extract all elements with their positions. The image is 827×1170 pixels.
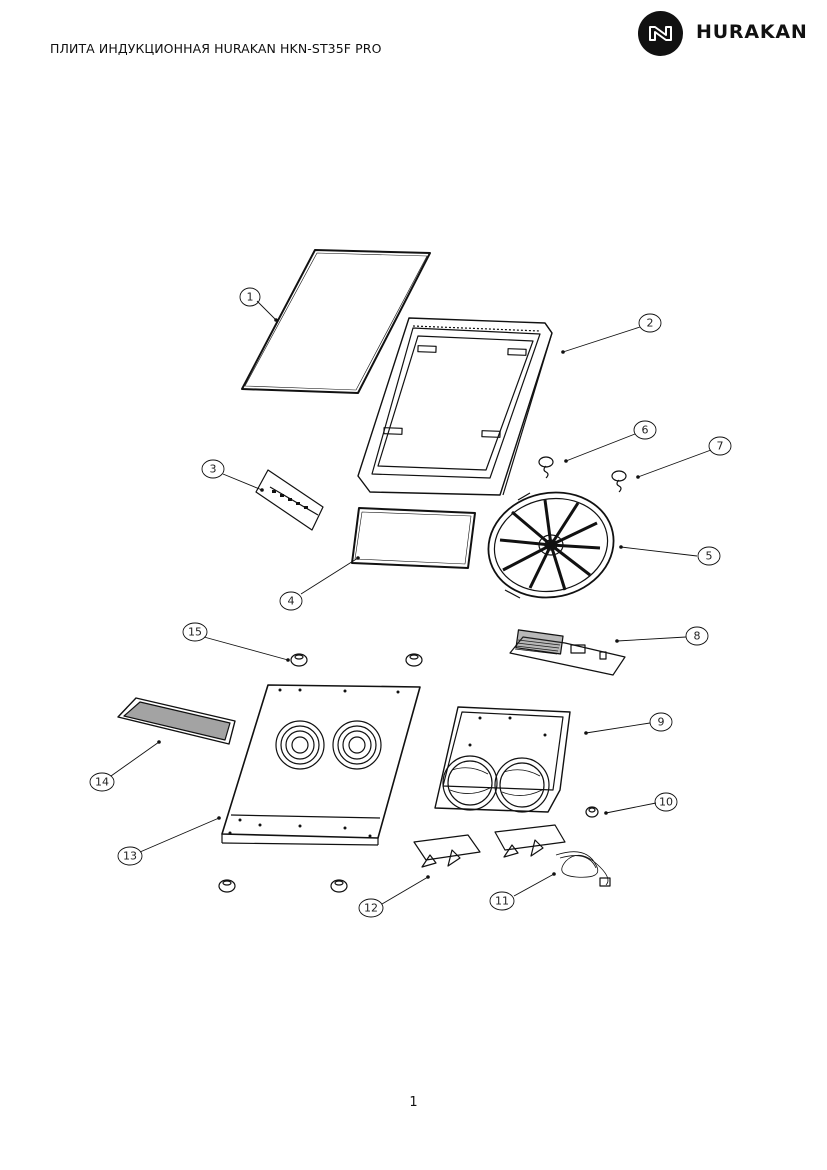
part-3-sensor-board [255,469,324,531]
callout-11: 11 [495,895,509,908]
callout-2: 2 [647,317,654,330]
brand-logo: HURAKAN [638,11,813,56]
part-15-feet [218,653,423,893]
callout-3: 3 [210,463,217,476]
brand-mark-icon [638,11,683,56]
part-10-grommet [585,806,599,818]
callout-9: 9 [658,716,665,729]
part-4-induction-coil-plate [351,507,476,569]
callout-4: 4 [288,595,295,608]
callout-15: 15 [188,626,202,639]
leader-lines [110,300,712,905]
callout-1: 1 [247,291,254,304]
callout-6: 6 [642,424,649,437]
callout-14: 14 [95,776,109,789]
callout-12: 12 [364,902,378,915]
part-13-bottom-base [221,684,421,846]
part-5-main-fan [487,491,615,599]
part-2-top-frame [357,317,553,496]
part-9-fan-bracket [434,706,571,813]
callout-13: 13 [123,850,137,863]
part-12-small-fans [413,824,566,868]
part-6-spring-clip [538,456,554,479]
callout-10: 10 [659,796,673,809]
callout-7: 7 [717,440,724,453]
document-title: ПЛИТА ИНДУКЦИОННАЯ HURAKAN HKN-ST35F PRO [50,41,382,56]
part-11-power-cord [555,851,611,887]
part-14-air-filter [117,697,236,745]
callout-8: 8 [694,630,701,643]
part-8-control-board [509,629,626,676]
brand-name: HURAKAN [696,21,808,43]
callout-5: 5 [706,550,713,563]
page-number: 1 [409,1095,418,1110]
part-1-glass-plate [241,249,431,394]
part-7-spring-clip [611,470,627,493]
